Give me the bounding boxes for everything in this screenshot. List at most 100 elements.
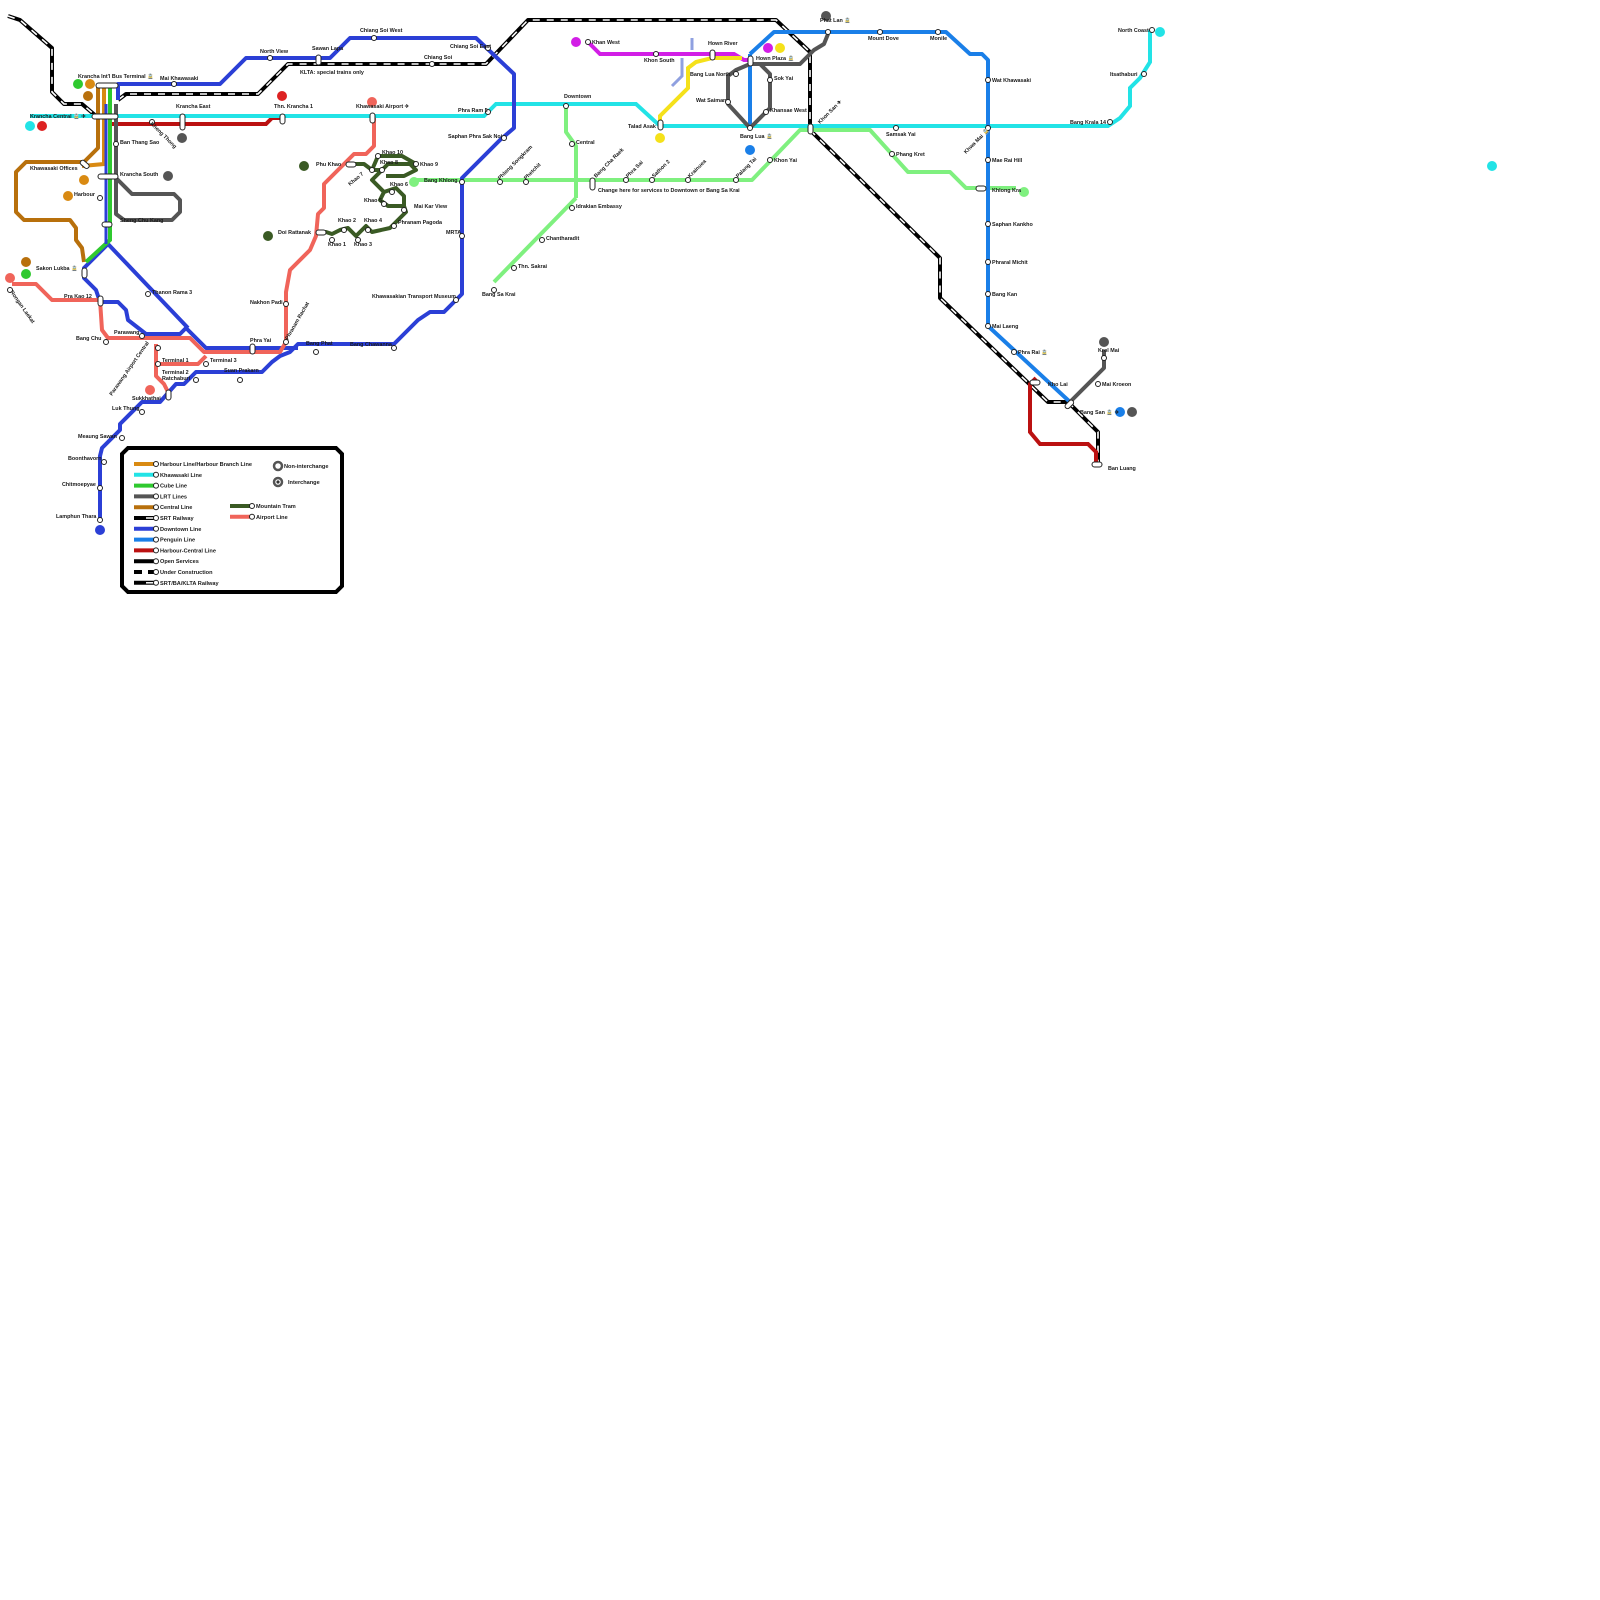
station-label: Wat Khawasaki	[992, 78, 1032, 84]
station-dot	[1141, 71, 1147, 77]
terminal-dot	[821, 11, 831, 21]
legend-item: LRT Lines	[134, 493, 187, 500]
legend-label: Interchange	[288, 480, 320, 486]
station-label: Khan West	[592, 40, 620, 46]
station-dot	[685, 177, 691, 183]
station-dot	[7, 287, 13, 293]
station-label: North Coast	[1118, 28, 1149, 34]
terminal-dot	[409, 177, 419, 187]
station-label: Terminal 3	[210, 358, 237, 364]
station-label: Ban Thang Sao	[120, 140, 160, 146]
terminal-dot	[5, 273, 15, 283]
station-label: Mae Rai Hill	[992, 158, 1023, 164]
station-dot	[97, 485, 103, 491]
terminal-dot	[37, 121, 47, 131]
terminal-dot	[95, 525, 105, 535]
station-label: Chitmoepyae	[62, 482, 96, 488]
station-label: Hown Plaza 🚊	[756, 55, 794, 62]
station-dot	[889, 151, 895, 157]
station-dot	[985, 259, 991, 265]
station-label: Khawasakian Transport Museum	[372, 294, 456, 300]
terminal-dot	[1127, 407, 1137, 417]
interchange-marker	[975, 185, 987, 192]
station-dot	[155, 361, 161, 367]
station-label: Bang Khlong	[424, 178, 458, 184]
station-dot	[935, 29, 941, 35]
station-label: Krancha East	[176, 104, 211, 110]
station-dot	[539, 237, 545, 243]
legend-item: Penguin Line	[134, 536, 195, 544]
interchange-marker	[79, 159, 90, 169]
legend-item: Downtown Line	[134, 525, 201, 533]
legend-station-dot	[153, 471, 159, 478]
station-dot	[985, 323, 991, 329]
station-dot	[1095, 381, 1101, 387]
interchange-marker	[345, 161, 357, 168]
legend-label: Mountain Tram	[256, 504, 296, 510]
legend-label: SRT/BA/KLTA Railway	[160, 581, 220, 587]
terminal-dot	[25, 121, 35, 131]
station-dot	[459, 179, 465, 185]
station-label: Chiang Soi East	[450, 44, 491, 50]
legend-column-1: Harbour Line/Harbour Branch LineKhawasak…	[134, 461, 252, 587]
station-dot	[391, 345, 397, 351]
station-label: Downtown	[564, 94, 591, 100]
station-label: Khao 9	[420, 162, 438, 168]
interchange-marker	[97, 173, 119, 180]
legend-label: Airport Line	[256, 515, 288, 521]
terminal-dots	[5, 11, 1497, 535]
station-dot	[623, 177, 629, 183]
terminal-dot	[1115, 407, 1125, 417]
interchange-marker	[101, 221, 113, 228]
station-dot	[877, 29, 883, 35]
station-label: Khao 10	[382, 150, 403, 156]
station-dot	[1011, 349, 1017, 355]
station-label: Hown River	[708, 41, 739, 47]
terminal-dot	[73, 79, 83, 89]
station-label: MRTA	[446, 230, 461, 236]
interchange-marker	[91, 113, 119, 120]
station-label: Krancha Int'l Bus Terminal 🚊	[78, 73, 154, 80]
station-label: Thn. Sakrai	[518, 264, 548, 270]
station-dot	[283, 339, 289, 345]
terminal-dot	[21, 269, 31, 279]
station-label: Khao 5	[364, 198, 382, 204]
station-label: Khao 4	[364, 218, 382, 224]
station-dot	[585, 39, 591, 45]
station-label: Sheng Chu Kang	[120, 218, 163, 224]
station-dot	[985, 291, 991, 297]
station-label: Thn. Krancha 1	[274, 104, 313, 110]
station-dot	[893, 125, 899, 131]
station-label: North View	[260, 49, 289, 55]
station-label: Suan Prakarn	[224, 368, 259, 374]
legend-station-dot	[153, 493, 159, 500]
note-change: Change here for services to Downtown or …	[598, 188, 740, 194]
station-dot	[763, 109, 769, 115]
station-label: Boonthavorn	[68, 456, 102, 462]
interchange-marker	[1091, 461, 1103, 468]
station-label: Phat Lan 🚊	[820, 17, 851, 24]
station-dot	[985, 125, 991, 131]
interchange-marker	[315, 54, 322, 66]
interchange-marker	[657, 119, 664, 131]
legend-label: LRT Lines	[160, 494, 187, 500]
station-dot	[985, 77, 991, 83]
station-dot	[653, 51, 659, 57]
station-dot	[523, 179, 529, 185]
terminal-dot	[655, 133, 665, 143]
station-dot	[767, 77, 773, 83]
interchange-marker	[747, 55, 754, 67]
legend-label: Harbour Line/Harbour Branch Line	[160, 462, 252, 468]
station-dot	[365, 227, 371, 233]
station-dot	[497, 179, 503, 185]
station-dot	[1149, 27, 1155, 33]
station-dot	[401, 207, 407, 213]
station-label: Talad Asak	[628, 124, 656, 130]
legend-item: Harbour Line/Harbour Branch Line	[134, 461, 252, 468]
interchange-icon-core	[276, 480, 280, 484]
station-label: Wat Saiman	[696, 98, 726, 104]
station-dot	[313, 349, 319, 355]
legend-item: Cube Line	[134, 482, 187, 490]
station-dot	[103, 339, 109, 345]
